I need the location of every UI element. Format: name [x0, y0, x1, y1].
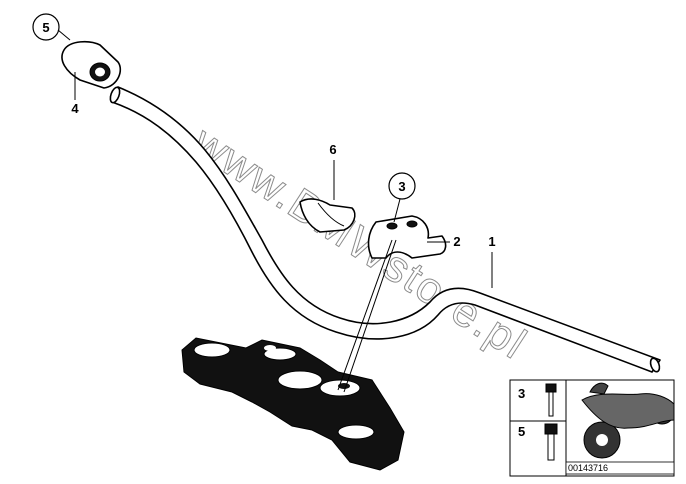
- bolt-icon: [544, 423, 558, 461]
- inset-panel: 3 5 00143716: [509, 379, 675, 477]
- callout-3[interactable]: 3: [388, 172, 416, 223]
- svg-text:3: 3: [398, 179, 405, 194]
- bolt-guide-line-2: [343, 239, 397, 393]
- callout-6[interactable]: 6: [329, 142, 337, 200]
- callout-5[interactable]: 5: [32, 13, 71, 41]
- inset-row-3-number: 3: [518, 386, 525, 401]
- motorcycle-icon: [581, 382, 675, 459]
- svg-text:6: 6: [329, 142, 336, 157]
- inset-row-5-number: 5: [518, 424, 525, 439]
- cable-clip-part: [299, 198, 356, 233]
- svg-text:5: 5: [42, 20, 49, 35]
- bolt-guide-line: [337, 239, 393, 391]
- document-number: 00143716: [568, 463, 608, 473]
- svg-text:4: 4: [71, 101, 79, 116]
- handlebar-part: [109, 86, 661, 373]
- svg-text:2: 2: [453, 234, 460, 249]
- callout-4[interactable]: 4: [71, 72, 79, 116]
- triple-clamp-part: [181, 337, 405, 471]
- bar-end-weight-part: [61, 40, 122, 89]
- callout-2[interactable]: 2: [427, 234, 461, 249]
- clamp-part: [367, 215, 447, 259]
- callout-1[interactable]: 1: [488, 234, 496, 288]
- svg-text:1: 1: [488, 234, 495, 249]
- bolt-icon: [545, 383, 557, 417]
